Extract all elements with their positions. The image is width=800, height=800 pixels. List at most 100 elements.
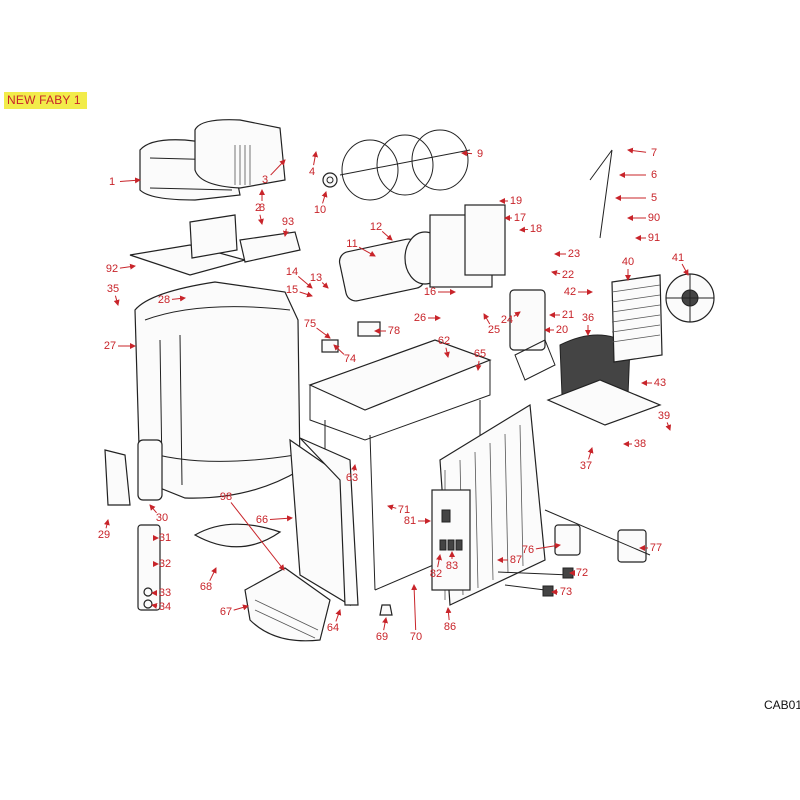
callout-64: 64 [327,609,342,634]
callout-23: 23 [554,248,580,260]
callout-69: 69 [376,617,388,643]
callout-86: 86 [444,607,456,633]
side-panel [289,437,359,607]
callout-label-6: 6 [651,169,657,181]
callout-label-66: 66 [256,514,268,526]
callout-93: 93 [282,216,294,237]
callout-leader-4 [312,151,319,166]
callout-leader-3 [270,159,286,176]
callout-15: 15 [286,284,313,298]
callout-leader-69 [382,617,388,631]
callout-14: 14 [286,266,313,289]
callout-24: 24 [501,311,521,326]
callout-9: 9 [461,148,483,160]
callout-leader-74 [333,344,345,355]
control-panel [431,489,471,591]
callout-label-30: 30 [156,512,168,524]
drip-tray [193,523,331,642]
callout-leader-24 [513,311,521,318]
callout-label-62: 62 [438,335,450,347]
callout-label-40: 40 [622,256,634,268]
condenser [611,274,663,363]
callout-67: 67 [220,604,249,618]
callout-label-27: 27 [104,340,116,352]
callout-42: 42 [564,286,593,298]
callout-25: 25 [483,313,500,336]
electrical-boxes [544,509,651,563]
callout-11: 11 [346,238,376,257]
callout-36: 36 [582,312,594,336]
callout-leader-22 [551,270,561,276]
callout-label-82: 82 [430,568,442,580]
callout-label-98: 98 [220,491,232,503]
callout-label-37: 37 [580,460,592,472]
tap-parts [137,524,161,611]
callout-label-24: 24 [501,314,513,326]
callout-leader-14 [297,275,313,289]
mixer-motor [509,289,556,381]
callout-label-76: 76 [522,544,534,556]
callout-label-34: 34 [159,601,171,613]
callout-29: 29 [98,519,110,541]
callout-5: 5 [615,192,657,204]
callout-leader-34 [151,602,158,609]
callout-label-4: 4 [309,166,315,178]
callout-label-28: 28 [158,294,170,306]
callout-label-18: 18 [530,223,542,235]
callout-leader-65 [475,360,482,371]
callout-label-90: 90 [648,212,660,224]
callout-12: 12 [370,221,393,241]
callout-label-17: 17 [514,212,526,224]
callout-label-68: 68 [200,581,212,593]
callout-leader-9 [461,150,473,157]
callout-leader-70 [411,584,418,631]
callout-28: 28 [158,294,186,306]
callout-leader-2 [257,214,264,225]
callout-leader-12 [381,231,393,241]
callout-16: 16 [424,286,456,298]
callout-label-86: 86 [444,621,456,633]
callout-leader-62 [443,347,450,358]
callout-label-7: 7 [651,147,657,159]
callout-40: 40 [622,256,634,281]
callout-27: 27 [104,340,136,352]
callout-label-36: 36 [582,312,594,324]
callout-label-3: 3 [262,174,268,186]
callout-label-77: 77 [650,542,662,554]
callout-35: 35 [107,283,120,306]
callout-label-67: 67 [220,606,232,618]
callout-label-41: 41 [672,252,684,264]
callout-leader-7 [627,147,647,154]
callout-label-32: 32 [159,558,171,570]
callout-22: 22 [551,269,574,281]
callout-label-13: 13 [310,272,322,284]
callout-label-19: 19 [510,195,522,207]
callout-leader-41 [681,263,689,276]
callout-21: 21 [549,309,574,321]
callout-72: 72 [569,567,588,579]
callout-label-69: 69 [376,631,388,643]
callout-77: 77 [639,542,662,554]
callout-leader-93 [282,228,289,237]
callout-label-38: 38 [634,438,646,450]
callout-label-72: 72 [576,567,588,579]
callout-66: 66 [256,514,293,526]
callout-78: 78 [374,325,400,337]
callout-74: 74 [333,344,356,365]
callout-label-33: 33 [159,587,171,599]
callout-label-73: 73 [560,586,572,598]
diagram-title-badge: NEW FABY 1 [4,92,87,109]
callout-label-26: 26 [414,312,426,324]
callout-label-20: 20 [556,324,568,336]
callout-label-5: 5 [651,192,657,204]
callout-37: 37 [580,447,594,472]
callout-70: 70 [410,584,422,643]
callout-leader-76 [535,542,561,550]
callout-label-70: 70 [410,631,422,643]
callout-label-64: 64 [327,622,339,634]
callout-label-31: 31 [159,532,171,544]
callout-30: 30 [149,504,168,524]
callout-leader-63 [351,464,357,472]
callout-label-15: 15 [286,284,298,296]
callout-31: 31 [153,532,171,544]
